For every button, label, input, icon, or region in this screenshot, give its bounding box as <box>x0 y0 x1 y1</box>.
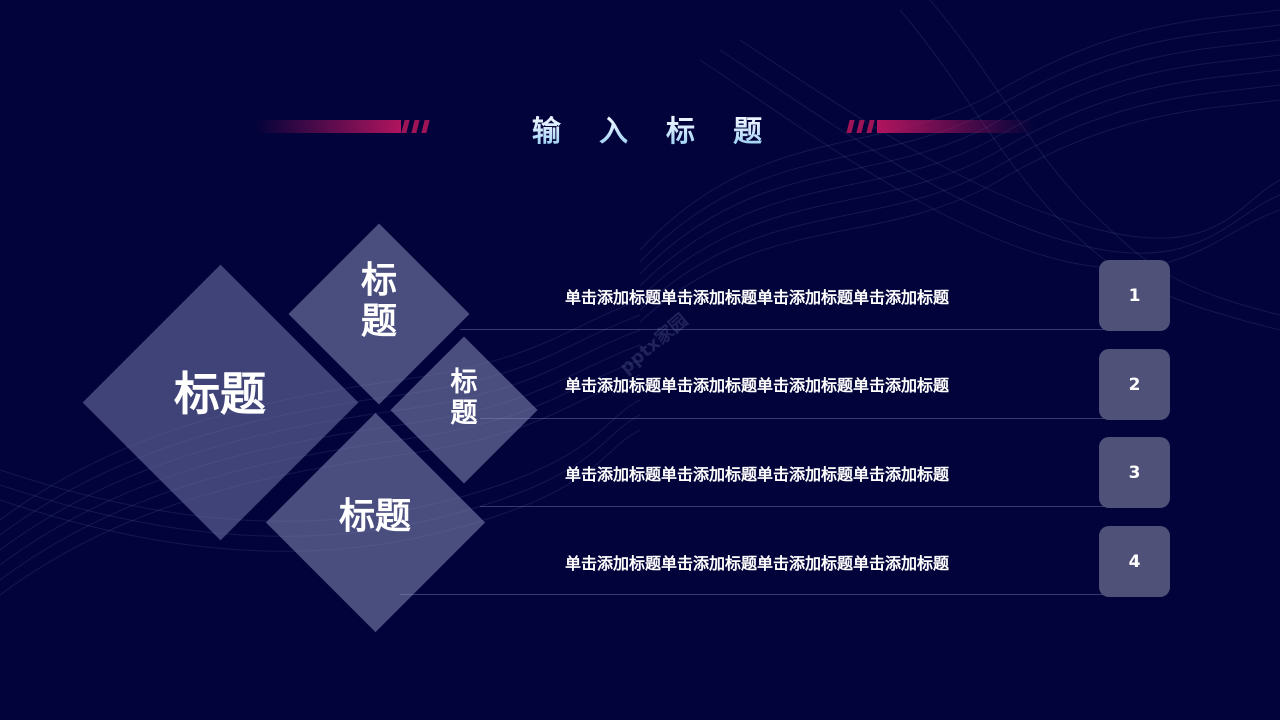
diamond-top-line1: 标 <box>360 260 397 301</box>
diamond-large-label: 标题 <box>174 367 266 421</box>
diamond-top-line2: 题 <box>360 301 397 343</box>
list-item-text-3[interactable]: 单击添加标题单击添加标题单击添加标题单击添加标题 <box>565 465 950 484</box>
number-badge-4[interactable]: 4 <box>1099 526 1170 597</box>
page-title[interactable]: 输 入 标 题 <box>0 108 1280 150</box>
list-item-text-4[interactable]: 单击添加标题单击添加标题单击添加标题单击添加标题 <box>565 554 950 573</box>
title-decoration-right <box>845 120 1035 133</box>
list-item-text-1[interactable]: 单击添加标题单击添加标题单击添加标题单击添加标题 <box>565 288 950 307</box>
number-badge-2[interactable]: 2 <box>1099 349 1170 420</box>
row-divider-1 <box>460 329 1120 330</box>
row-divider-2 <box>480 418 1120 419</box>
row-divider-3 <box>480 506 1120 507</box>
diamond-right-label: 标 题 <box>434 367 494 429</box>
number-badge-3[interactable]: 3 <box>1099 437 1170 508</box>
list-item-text-2[interactable]: 单击添加标题单击添加标题单击添加标题单击添加标题 <box>565 376 950 395</box>
watermark: pptx家园 <box>615 309 693 379</box>
title-decoration-left <box>255 120 435 133</box>
number-badge-1[interactable]: 1 <box>1099 260 1170 331</box>
diamond-right-line1: 标 <box>450 367 478 398</box>
row-divider-4 <box>400 594 1120 595</box>
diamond-right-line2: 题 <box>450 398 478 430</box>
diamond-bottom-label: 标题 <box>338 496 411 537</box>
diamond-top-label: 标 题 <box>339 260 419 343</box>
